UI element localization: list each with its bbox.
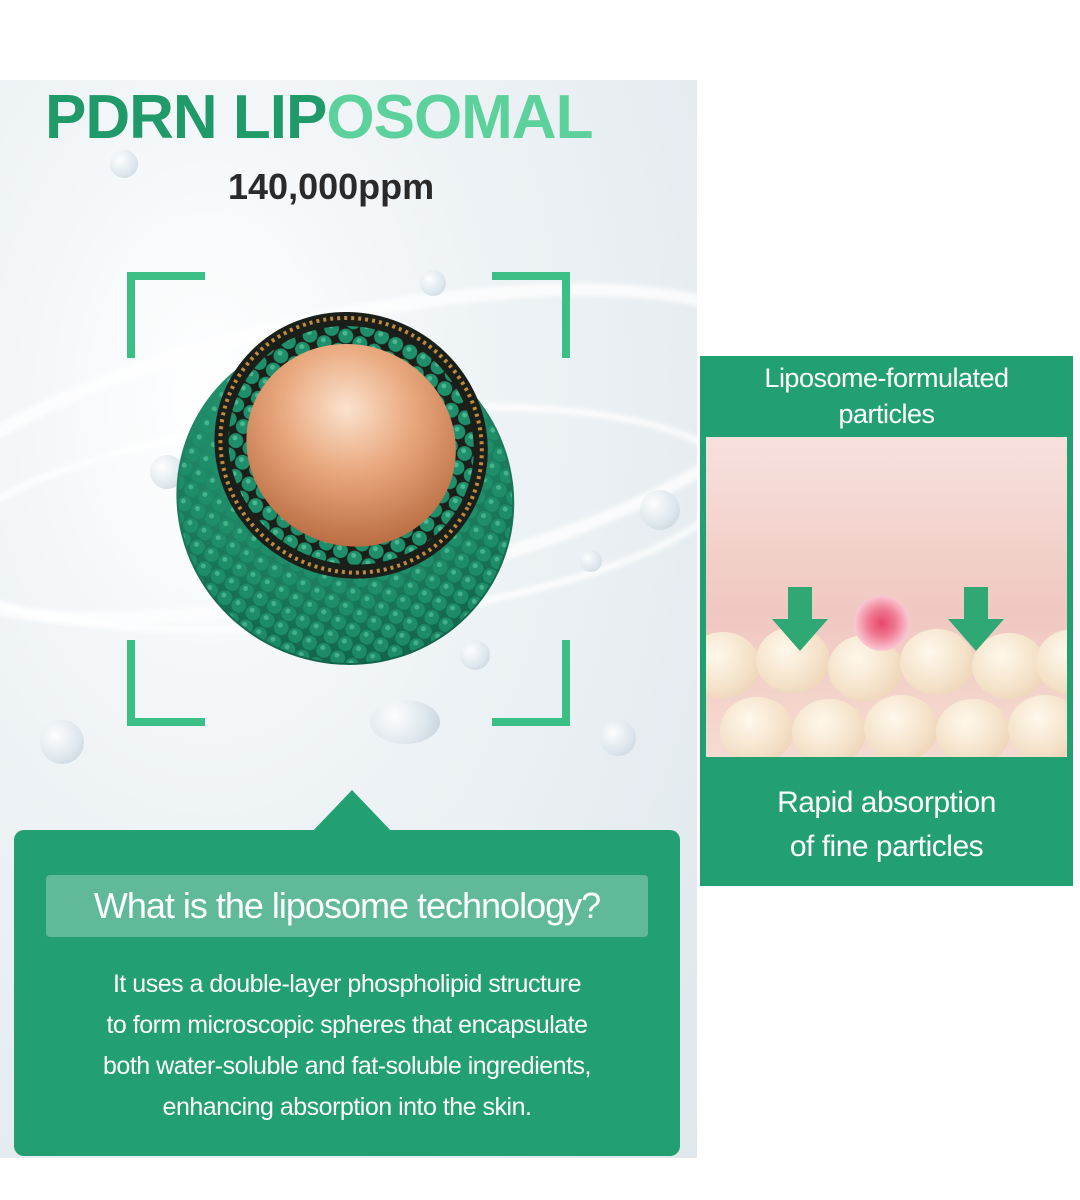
water-droplet [580,550,602,572]
product-title: PDRN LIPOSOMAL [45,82,593,153]
skin-cell [706,632,760,698]
liposome-illustration [176,311,515,665]
skin-cell [864,695,938,757]
concentration-label: 140,000ppm [228,166,435,207]
title-dark-part: PDRN LIP [45,83,327,152]
down-arrow-icon [948,587,1004,651]
skin-cell [972,633,1046,699]
skin-cell [1008,695,1067,757]
skin-cell [900,629,974,695]
info-body-line: enhancing absorption into the skin. [162,1093,532,1121]
info-body-line: both water-soluble and fat-soluble ingre… [103,1052,591,1080]
down-arrow-icon [772,587,828,651]
water-droplet [460,640,490,670]
water-droplet [370,700,440,744]
skin-cell [1036,629,1067,695]
focus-bracket-icon [127,640,205,726]
absorption-card: Liposome-formulated particles Rapid abso… [700,356,1073,886]
liposome-core [246,343,456,547]
water-droplet [600,720,636,756]
info-body-line: It uses a double-layer phospholipid stru… [112,970,582,998]
card-footer-line: Rapid absorption [777,786,996,819]
water-droplet [110,150,138,178]
card-title-line: Liposome-formulated [764,363,1009,393]
skin-illustration [706,437,1067,757]
info-box: What is the liposome technology? It uses… [14,830,680,1156]
skin-cell [720,697,794,757]
info-body-line: to form microscopic spheres that encapsu… [106,1011,588,1039]
info-heading: What is the liposome technology? [46,875,648,937]
card-title-line: particles [838,399,935,429]
skin-cell [792,699,866,757]
skin-cell [936,699,1010,757]
focus-bracket-icon [127,272,205,358]
info-body: It uses a double-layer phospholipid stru… [34,964,660,1128]
water-droplet [640,490,680,530]
liposome-particle [854,595,910,651]
card-title: Liposome-formulated particles [700,360,1073,432]
title-light-part: OSOMAL [326,83,593,152]
water-droplet [420,270,446,296]
callout-pointer [310,790,394,834]
card-footer: Rapid absorption of fine particles [700,781,1073,869]
water-droplet [40,720,84,764]
card-footer-line: of fine particles [789,830,984,863]
focus-bracket-icon [492,272,570,358]
focus-bracket-icon [492,640,570,726]
